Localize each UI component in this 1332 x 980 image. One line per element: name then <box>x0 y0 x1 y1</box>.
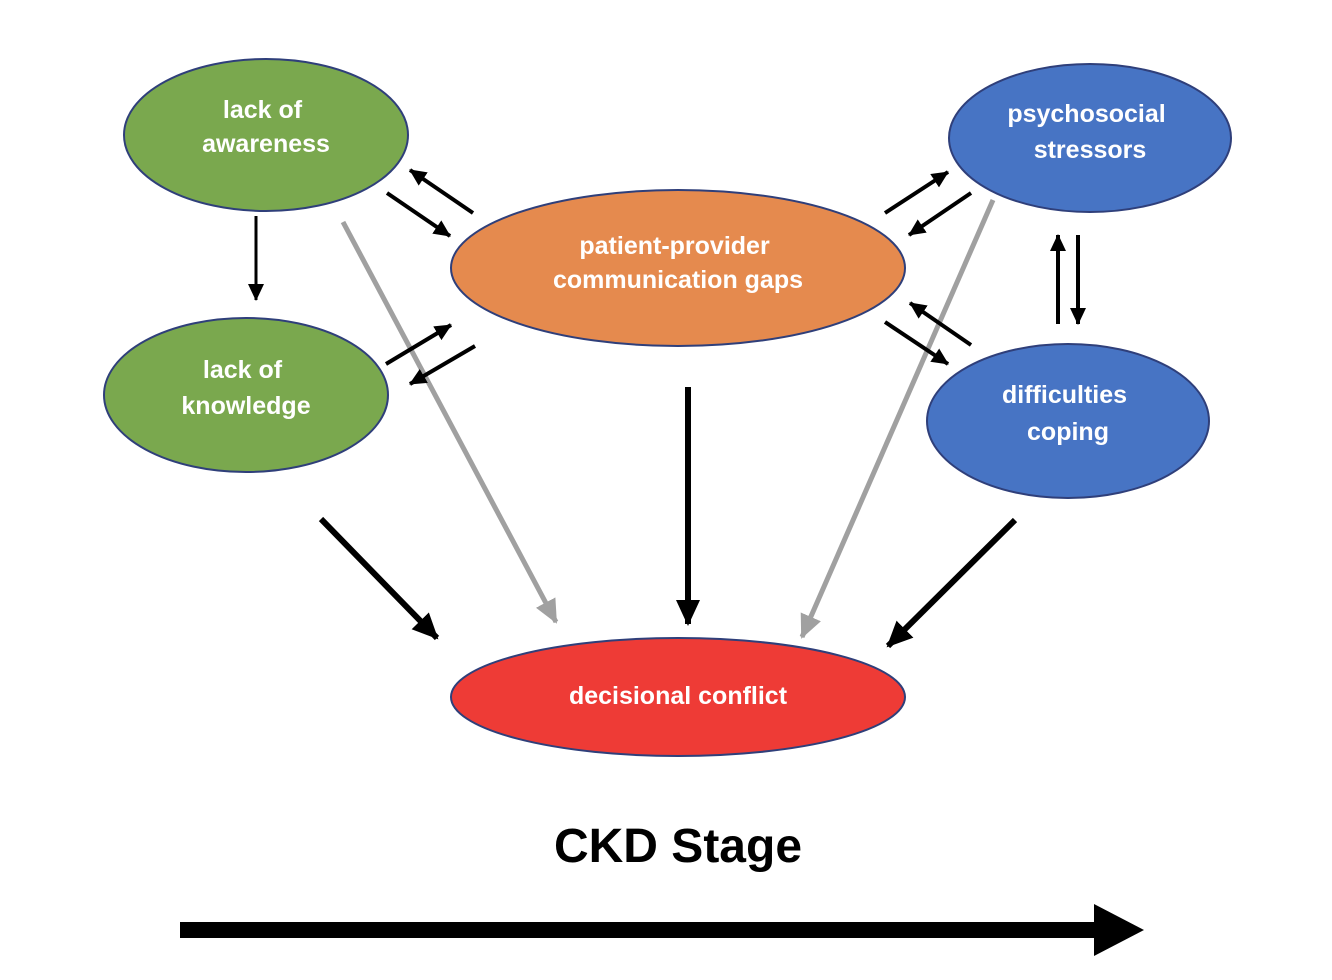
patient-provider-ellipse <box>450 189 906 347</box>
arrow-coping-to-conflict <box>885 517 1018 649</box>
psychosocial-stressors-line-2: stressors <box>1034 136 1147 164</box>
node-decisional-conflict: decisional conflict <box>450 637 906 757</box>
lack-of-awareness-line-2: awareness <box>202 130 330 158</box>
decisional-conflict-line-1: decisional conflict <box>569 682 788 710</box>
patient-provider-line-1: patient-provider <box>579 232 770 260</box>
node-lack-of-knowledge: lack of knowledge <box>103 317 389 473</box>
decisional-conflict-ellipse <box>450 637 906 757</box>
patient-provider-line-2: communication gaps <box>553 266 803 294</box>
long-right-arrow-icon <box>180 904 1144 956</box>
difficulties-coping-line-2: coping <box>1027 418 1109 446</box>
difficulties-coping-ellipse <box>926 343 1210 499</box>
arrow-knowledge-to-conflict <box>318 516 440 641</box>
arrow-communication-to-coping <box>883 320 950 366</box>
node-patient-provider-communication-gaps: patient-provider communication gaps <box>450 189 906 347</box>
svg-text:difficulties coping: difficulties coping <box>1002 381 1134 446</box>
node-psychosocial-stressors: psychosocial stressors <box>948 63 1232 213</box>
arrow-communication-to-stressors <box>883 170 950 215</box>
svg-text:psychosocial stressors: psychosocial stressors <box>1007 100 1172 164</box>
lack-of-awareness-line-1: lack of <box>223 96 303 124</box>
lack-of-knowledge-line-2: knowledge <box>181 392 310 420</box>
arrow-awareness-to-conflict <box>340 220 559 624</box>
psychosocial-stressors-line-1: psychosocial <box>1007 100 1165 128</box>
ckd-stage-label: CKD Stage <box>554 820 802 873</box>
svg-text:patient-provider communi: patient-provider communication gaps <box>553 232 803 294</box>
arrow-coping-to-communication <box>908 301 973 347</box>
lack-of-knowledge-line-1: lack of <box>203 356 283 384</box>
svg-text:decisional conflict: decisional conflict <box>569 682 788 710</box>
lack-of-awareness-ellipse <box>123 58 409 212</box>
psychosocial-stressors-ellipse <box>948 63 1232 213</box>
arrow-communication-to-knowledge <box>408 344 477 386</box>
svg-text:lack of knowledge: lack of knowledge <box>181 356 310 420</box>
arrow-communication-to-awareness <box>408 168 475 215</box>
svg-text:lack of awareness: lack of awareness <box>202 96 330 158</box>
difficulties-coping-line-1: difficulties <box>1002 381 1127 409</box>
arrow-knowledge-to-communication <box>384 323 453 366</box>
node-difficulties-coping: difficulties coping <box>926 343 1210 499</box>
lack-of-knowledge-ellipse <box>103 317 389 473</box>
arrow-stressors-to-conflict <box>799 198 996 639</box>
arrow-stressors-to-communication <box>907 191 973 237</box>
node-lack-of-awareness: lack of awareness <box>123 58 409 212</box>
arrow-awareness-to-communication <box>385 191 452 238</box>
